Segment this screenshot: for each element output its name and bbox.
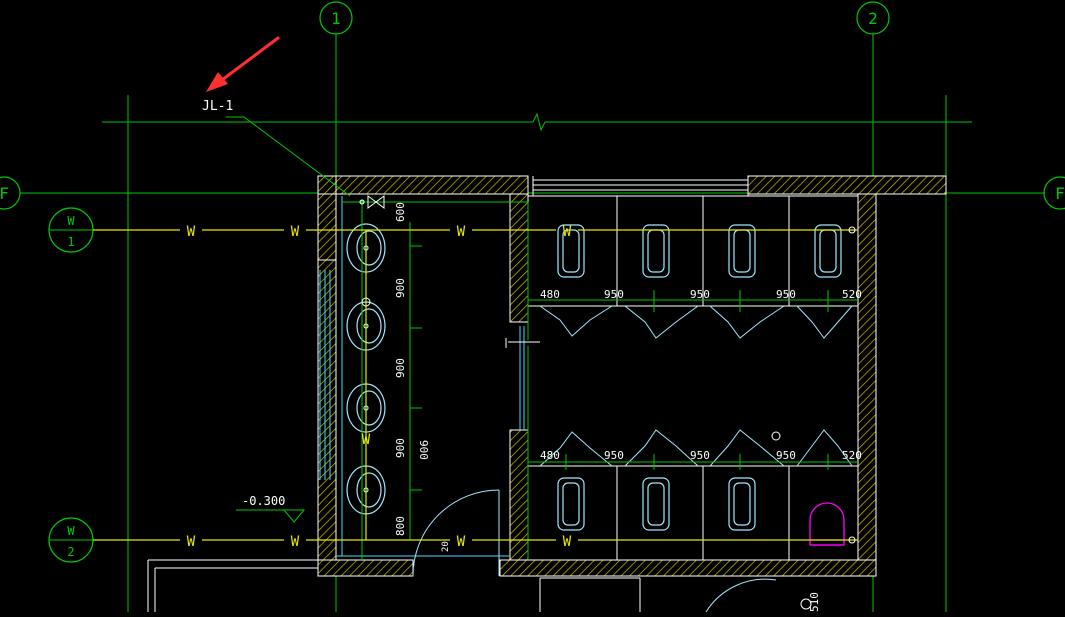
toilet-icon[interactable]	[814, 224, 842, 278]
pipe-tag-w2-top: W	[67, 524, 75, 538]
axis-bubble-f-right[interactable]: F	[1043, 176, 1065, 210]
dim-text: 950	[776, 288, 796, 301]
valve-icon[interactable]	[359, 195, 385, 209]
riser-label-text: JL-1	[202, 99, 233, 114]
w-labels: W W W W W W W W W	[187, 224, 572, 550]
toilet-icon[interactable]	[557, 477, 585, 531]
pipe-w-label: W	[457, 534, 466, 550]
pink-toilet-icon[interactable]	[809, 502, 845, 546]
grid-lines	[20, 34, 1045, 612]
dim-text: 480	[540, 288, 560, 301]
toilet-icon[interactable]	[728, 224, 756, 278]
green-plumbing	[226, 116, 858, 560]
dim-text: 510	[808, 592, 821, 612]
pipe-tag-w1-bottom: 1	[67, 235, 74, 249]
axis-bubble-1-label: 1	[331, 9, 341, 28]
axis-bubble-1[interactable]: 1	[319, 1, 353, 35]
pipe-w-label: W	[563, 224, 572, 240]
pipe-w-label: W	[291, 534, 300, 550]
axis-bubble-f-left[interactable]: F	[0, 176, 21, 210]
toilet-icon[interactable]	[557, 224, 585, 278]
dim-text: 480	[540, 449, 560, 462]
pipe-w-label: W	[187, 534, 196, 550]
dim-text: 520	[842, 288, 862, 301]
pipe-tag-w1-top: W	[67, 214, 75, 228]
dim-text: 600	[394, 202, 407, 222]
dim-text: 950	[604, 288, 624, 301]
axis-bubble-2[interactable]: 2	[856, 1, 890, 35]
pipe-tag-w2-bottom: 2	[67, 545, 74, 559]
dim-text: 950	[776, 449, 796, 462]
toilets	[557, 224, 842, 531]
small-fixtures	[361, 226, 856, 610]
dim-text: 900	[394, 438, 407, 458]
riser-label[interactable]: JL-1	[202, 99, 233, 114]
stall-dimensions-bottom: 480 950 950 950 520	[540, 449, 862, 462]
pipe-w-label: W	[187, 224, 196, 240]
pipe-tag-w2[interactable]: W 2	[48, 517, 94, 563]
pipe-w-label: W	[362, 432, 371, 448]
walls-hatched	[317, 175, 947, 577]
dim-text: 900	[417, 440, 430, 460]
pipe-tag-w1[interactable]: W 1	[48, 207, 94, 253]
cyan-wall-lines	[319, 196, 525, 557]
axis-bubble-f-right-label: F	[1055, 184, 1065, 203]
elevation-label-text: -0.300	[242, 494, 285, 508]
toilet-icon[interactable]	[642, 477, 670, 531]
pipe-w-label: W	[457, 224, 466, 240]
sink-dimensions: 600 900 900 900 800 900 510 20	[394, 202, 821, 612]
elevation-label[interactable]: -0.300	[242, 494, 285, 508]
pipe-w-label: W	[563, 534, 572, 550]
axis-bubble-f-left-label: F	[0, 184, 9, 203]
dim-text: 950	[604, 449, 624, 462]
dim-text: 800	[394, 516, 407, 536]
dim-text: 950	[690, 449, 710, 462]
partition-lines	[147, 176, 858, 612]
doors	[412, 305, 853, 613]
pipe-w-label: W	[291, 224, 300, 240]
dim-text: 520	[842, 449, 862, 462]
toilet-icon[interactable]	[728, 477, 756, 531]
toilet-icon[interactable]	[642, 224, 670, 278]
dim-text: 950	[690, 288, 710, 301]
stall-dimensions-top: 480 950 950 950 520	[540, 288, 862, 301]
axis-bubble-2-label: 2	[868, 9, 878, 28]
dim-text: 900	[394, 278, 407, 298]
dim-text: 900	[394, 358, 407, 378]
dim-text: 20	[441, 541, 451, 552]
red-arrow-icon	[206, 36, 280, 92]
